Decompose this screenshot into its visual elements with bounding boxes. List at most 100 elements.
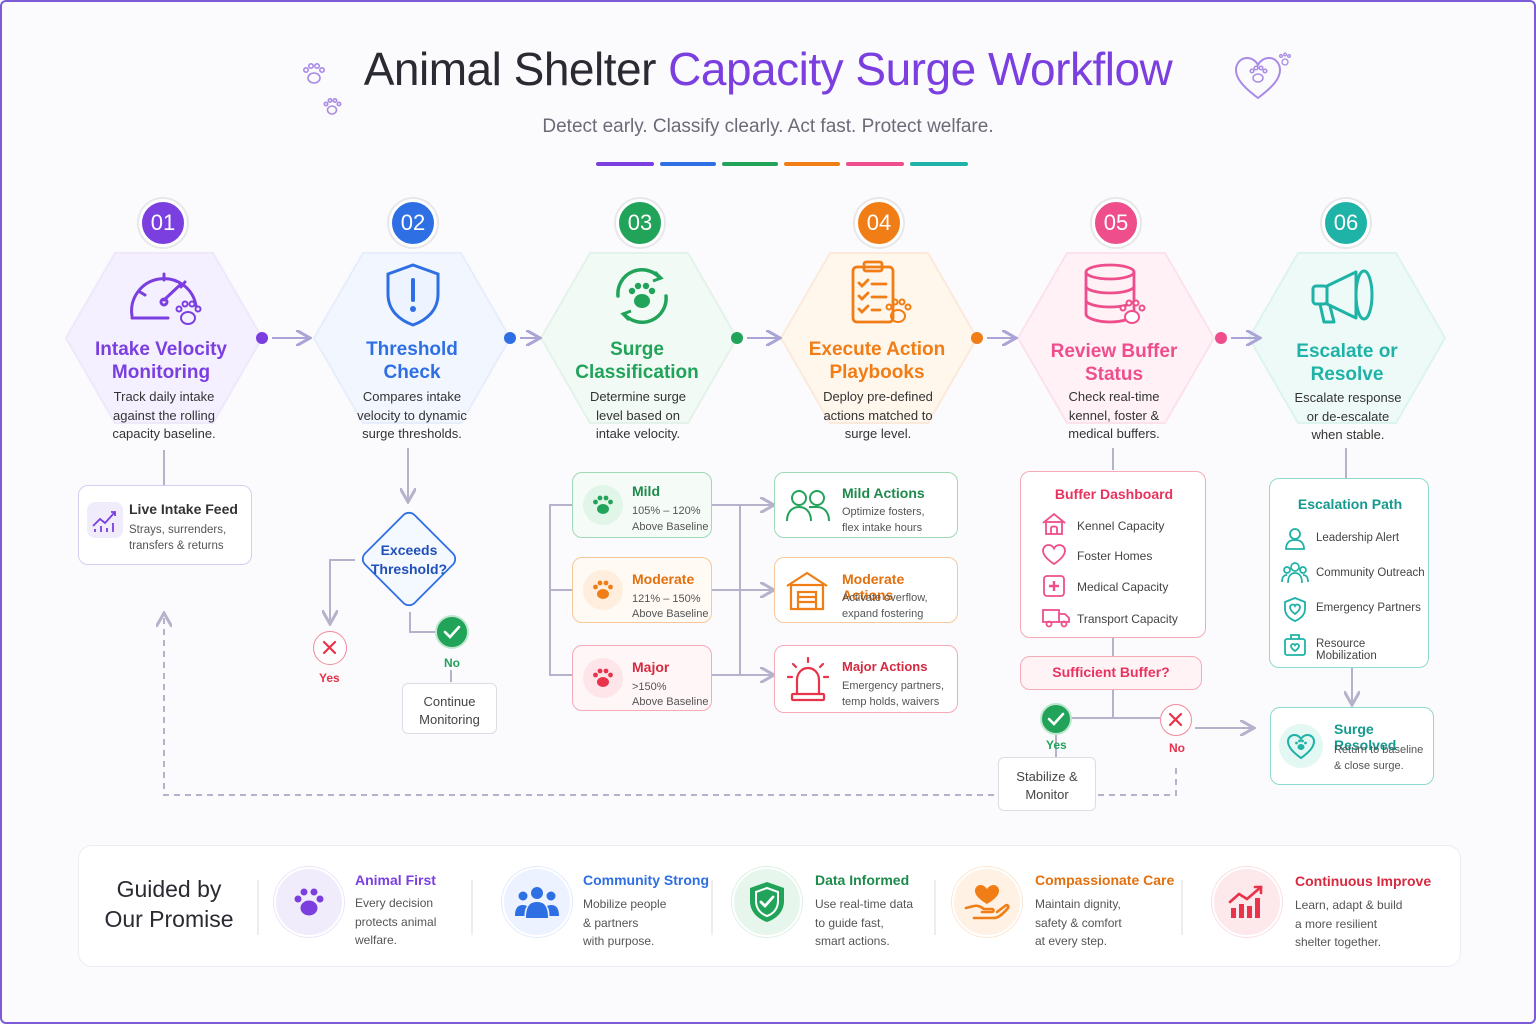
paw-icon [583,570,623,610]
promise-care-icon [952,867,1022,937]
level-mild-card[interactable]: Mild 105% – 120% Above Baseline [572,472,712,538]
escalation-item-partners: Emergency Partners [1316,602,1421,614]
action-moderate-desc: Activate overflow,expand fostering [842,592,928,620]
promise-data-title: Data Informed [815,872,910,888]
shelter-building-icon [786,571,828,611]
step-number-03: 03 [616,199,664,247]
buffer-dashboard-card[interactable]: Buffer Dashboard Kennel Capacity Foster … [1020,471,1206,638]
surge-resolved-desc: Return to baseline& close surge. [1334,744,1424,772]
promise-animal-first-title: Animal First [355,872,436,888]
promise-care-title: Compassionate Care [1035,872,1175,888]
clipboard-icon [851,260,912,324]
action-mild-card[interactable]: Mild Actions Optimize fosters,flex intak… [774,472,958,538]
action-major-name: Major Actions [842,659,928,674]
escalation-item-resources: Resource Mobilization [1316,638,1377,662]
people-icon [786,490,830,522]
action-moderate-card[interactable]: Moderate Actions Activate overflow,expan… [774,557,958,623]
buffer-item-foster: Foster Homes [1077,549,1153,563]
kennel-icon [1042,512,1066,535]
buffer-dashboard-title: Buffer Dashboard [1054,486,1174,502]
level-major-note: Above Baseline [632,696,709,708]
level-major-card[interactable]: Major >150% Above Baseline [572,645,712,711]
heart-paw-icon [1234,52,1291,100]
level-moderate-card[interactable]: Moderate 121% – 150% Above Baseline [572,557,712,623]
check-icon [435,615,469,649]
intake-feed-card[interactable]: Live Intake Feed Strays, surrenders,tran… [78,485,252,565]
decision-no-label: No [444,656,460,670]
medical-icon [1043,575,1065,597]
action-moderate-name: Moderate Actions [842,571,905,603]
subtitle: Detect early. Classify clearly. Act fast… [542,116,994,137]
level-moderate-range: 121% – 150% [632,593,701,605]
page-title: Animal Shelter Capacity Surge Workflow [0,42,1536,96]
no-x-icon [313,631,347,665]
escalation-path-card[interactable]: Escalation Path Leadership Alert Communi… [1269,478,1429,668]
step-number-02: 02 [389,199,437,247]
check-icon [1040,703,1072,735]
step-arrows [256,332,1258,344]
level-moderate-name: Moderate [632,571,695,587]
promise-community-icon [502,867,572,937]
paw-cycle-icon [616,268,668,324]
buffer-item-transport: Transport Capacity [1077,612,1178,626]
surge-resolved-card[interactable]: Surge Resolved Return to baseline& close… [1270,707,1434,785]
title-part1: Animal Shelter [363,43,657,95]
speedometer-icon [130,272,202,325]
decision-yes-label: Yes [319,671,340,685]
paw-icon [583,658,623,698]
shield-heart-icon [1284,597,1306,622]
feedback-loop [164,615,1177,796]
x-icon [1160,704,1192,736]
buffer-yes-label: Yes [1046,738,1067,752]
intake-feed-title: Live Intake Feed [129,501,238,517]
title-part2: Capacity Surge Workflow [668,43,1173,95]
stabilize-monitor-box: Stabilize &Monitor [998,757,1096,811]
heart-icon [1042,544,1066,566]
promise-animal-first-icon [274,867,344,937]
promise-community-title: Community Strong [583,872,709,888]
chart-up-icon [87,502,123,538]
escalation-title: Escalation Path [1297,496,1403,512]
buffer-item-medical: Medical Capacity [1077,580,1169,594]
surge-resolved-title: Surge Resolved [1334,721,1397,753]
level-mild-note: Above Baseline [632,521,709,533]
level-moderate-note: Above Baseline [632,608,709,620]
person-alert-icon [1285,528,1305,550]
resource-box-icon [1284,634,1306,656]
promise-data-icon [732,867,802,937]
shield-alert-icon [386,263,440,327]
buffer-no-label: No [1169,741,1185,755]
step-number-06: 06 [1322,199,1370,247]
paw-prints-icon [303,62,342,115]
step-number-04: 04 [855,199,903,247]
level-mild-range: 105% – 120% [632,505,701,517]
buffer-item-kennel: Kennel Capacity [1077,519,1165,533]
step-number-05: 05 [1092,199,1140,247]
action-major-desc: Emergency partners,temp holds, waivers [842,680,945,708]
level-major-name: Major [632,659,670,675]
heart-paw-icon [1279,724,1323,768]
action-major-card[interactable]: Major Actions Emergency partners,temp ho… [774,645,958,713]
community-icon [1281,562,1309,584]
flow-lines [163,448,1352,758]
action-mild-name: Mild Actions [842,485,925,501]
promise-improve-title: Continuous Improve [1295,873,1432,889]
